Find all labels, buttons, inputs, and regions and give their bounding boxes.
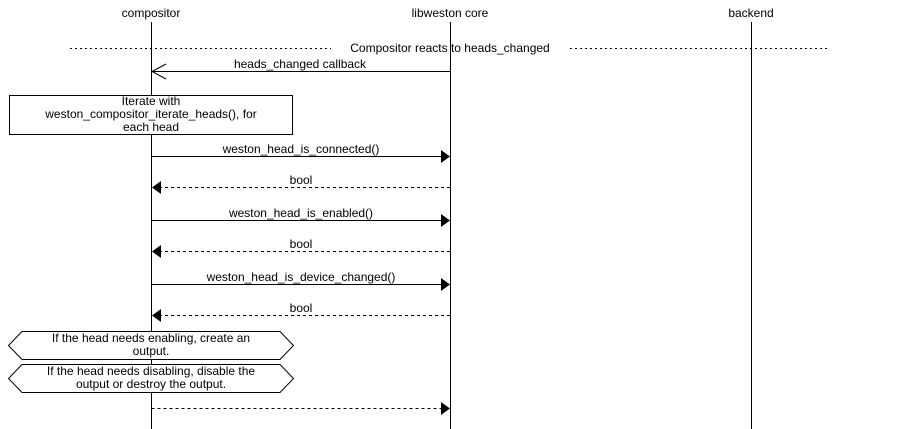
lifeline-label-compositor: compositor (122, 6, 181, 20)
arrowhead-filled-right-icon (441, 402, 450, 415)
message-label-bool-connected: bool (290, 173, 313, 187)
condition-enable-head-line-2: output. (133, 344, 170, 358)
arrowhead-filled-left-icon (152, 309, 161, 322)
condition-shape-disable-head (7, 364, 295, 393)
arrowhead-filled-right-icon (441, 278, 450, 291)
message-bool-return-connected[interactable]: bool (152, 173, 450, 194)
condition-shape-enable-head (7, 331, 295, 360)
message-label-bool-device-changed: bool (290, 301, 313, 315)
message-label-bool-enabled: bool (290, 237, 313, 251)
condition-disable-head-line-2: output or destroy the output. (76, 377, 226, 391)
condition-enable-head-line-1: If the head needs enabling, create an (52, 331, 250, 345)
note-line-3: each head (123, 120, 179, 134)
lifeline-libweston-core[interactable]: libweston core (412, 6, 489, 429)
condition-disable-head-line-1: If the head needs disabling, disable the (47, 364, 255, 378)
message-label-weston-head-is-enabled: weston_head_is_enabled() (228, 206, 373, 220)
lifeline-compositor[interactable]: compositor (122, 6, 181, 429)
note-line-2: weston_compositor_iterate_heads(), for (44, 107, 256, 121)
message-heads-changed-callback[interactable]: heads_changed callback (150, 57, 450, 80)
arrowhead-filled-right-icon (441, 150, 450, 163)
arrowhead-filled-left-icon (152, 181, 161, 194)
lifeline-label-libweston-core: libweston core (412, 6, 489, 20)
note-iterate-heads: Iterate with weston_compositor_iterate_h… (9, 94, 293, 135)
arrowhead-open-left-icon (150, 63, 167, 80)
arrowhead-filled-right-icon (441, 214, 450, 227)
divider-label: Compositor reacts to heads_changed (350, 41, 549, 55)
lifeline-label-backend: backend (728, 6, 773, 20)
message-label-weston-head-is-device-changed: weston_head_is_device_changed() (206, 270, 396, 284)
message-label-weston-head-is-connected: weston_head_is_connected() (222, 142, 380, 156)
message-weston-head-is-connected[interactable]: weston_head_is_connected() (151, 142, 451, 163)
note-box-iterate-heads (9, 95, 293, 135)
message-unlabeled-dashed-call[interactable] (151, 402, 451, 415)
message-label-heads-changed-callback: heads_changed callback (234, 57, 367, 71)
note-line-1: Iterate with (122, 94, 181, 108)
message-weston-head-is-device-changed[interactable]: weston_head_is_device_changed() (151, 270, 451, 291)
divider-compositor-reacts: Compositor reacts to heads_changed (70, 41, 830, 55)
arrowhead-filled-left-icon (152, 245, 161, 258)
message-bool-return-device-changed[interactable]: bool (152, 301, 450, 322)
lifeline-backend[interactable]: backend (728, 6, 774, 429)
message-weston-head-is-enabled[interactable]: weston_head_is_enabled() (151, 206, 451, 227)
message-bool-return-enabled[interactable]: bool (152, 237, 450, 258)
condition-enable-head: If the head needs enabling, create an ou… (7, 331, 295, 360)
condition-disable-head: If the head needs disabling, disable the… (7, 364, 295, 393)
